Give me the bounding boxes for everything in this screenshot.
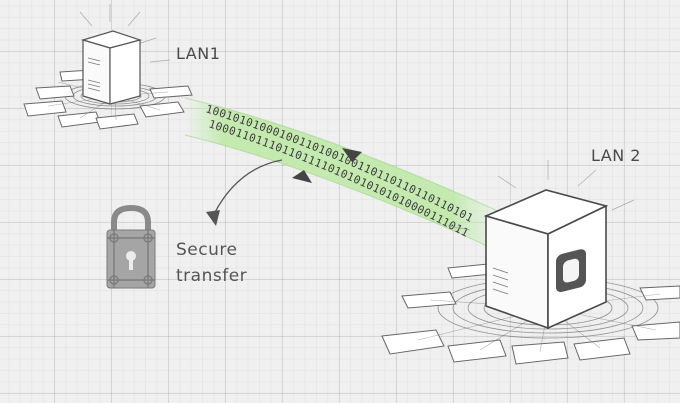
lan1-label: LAN1 xyxy=(176,44,221,63)
stream-arrow-icons xyxy=(292,148,362,183)
svg-text:100101010001001101001001101101: 1001010100010011010010011011011011011010… xyxy=(0,0,475,225)
secure-transfer-line1: Secure xyxy=(176,240,238,260)
lan2-power-icon xyxy=(556,249,586,293)
secure-transfer-line2: transfer xyxy=(176,266,248,286)
lan1-server-icon xyxy=(79,4,171,105)
binary-stream-upper: 1001010100010011010010011011011011011010… xyxy=(0,0,475,225)
lan2-server-icon xyxy=(447,160,635,330)
curved-arrow-icon xyxy=(206,159,283,226)
padlock-icon xyxy=(106,204,156,289)
lan2-label: LAN 2 xyxy=(591,146,641,165)
secure-transfer-label: Secure transfer xyxy=(176,237,247,289)
